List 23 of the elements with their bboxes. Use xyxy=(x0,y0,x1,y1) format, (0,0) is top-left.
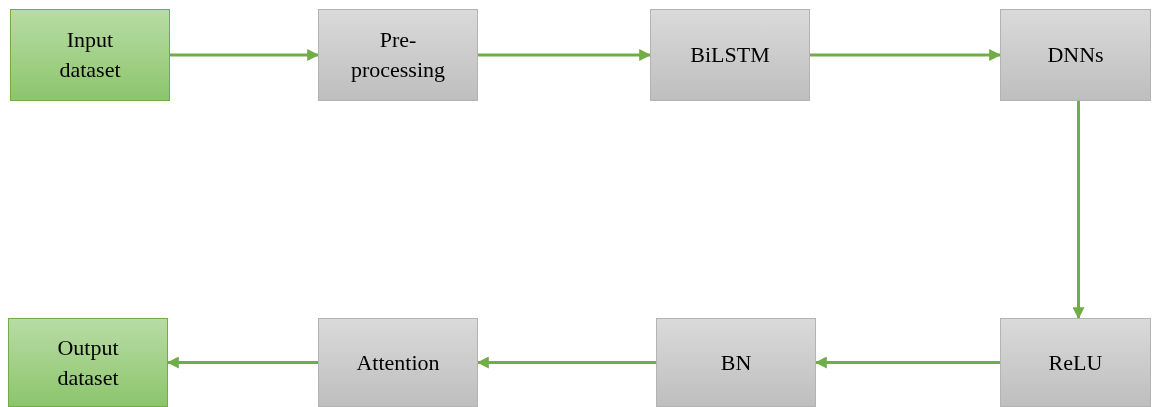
node-label: Output dataset xyxy=(56,333,120,392)
node-label: BiLSTM xyxy=(690,41,770,70)
data-box xyxy=(8,318,168,407)
process-box xyxy=(1000,9,1151,101)
process-box xyxy=(656,318,816,407)
node-label: Input dataset xyxy=(58,26,122,84)
node-label: BN xyxy=(720,348,752,377)
arrow xyxy=(478,49,652,61)
node-label: DNNs xyxy=(1047,41,1104,70)
arrow xyxy=(814,356,1000,369)
node-label: Pre-processing xyxy=(349,26,447,84)
process-box xyxy=(650,9,810,101)
node-label: ReLU xyxy=(1048,348,1103,377)
arrow xyxy=(170,49,320,61)
node-label: Attention xyxy=(356,348,440,377)
process-box xyxy=(1000,318,1151,407)
process-box xyxy=(318,9,478,101)
arrow xyxy=(476,356,656,369)
arrow xyxy=(166,356,318,369)
arrow xyxy=(1072,101,1085,320)
arrow xyxy=(810,49,1002,61)
data-box xyxy=(10,9,170,101)
process-box xyxy=(318,318,478,407)
